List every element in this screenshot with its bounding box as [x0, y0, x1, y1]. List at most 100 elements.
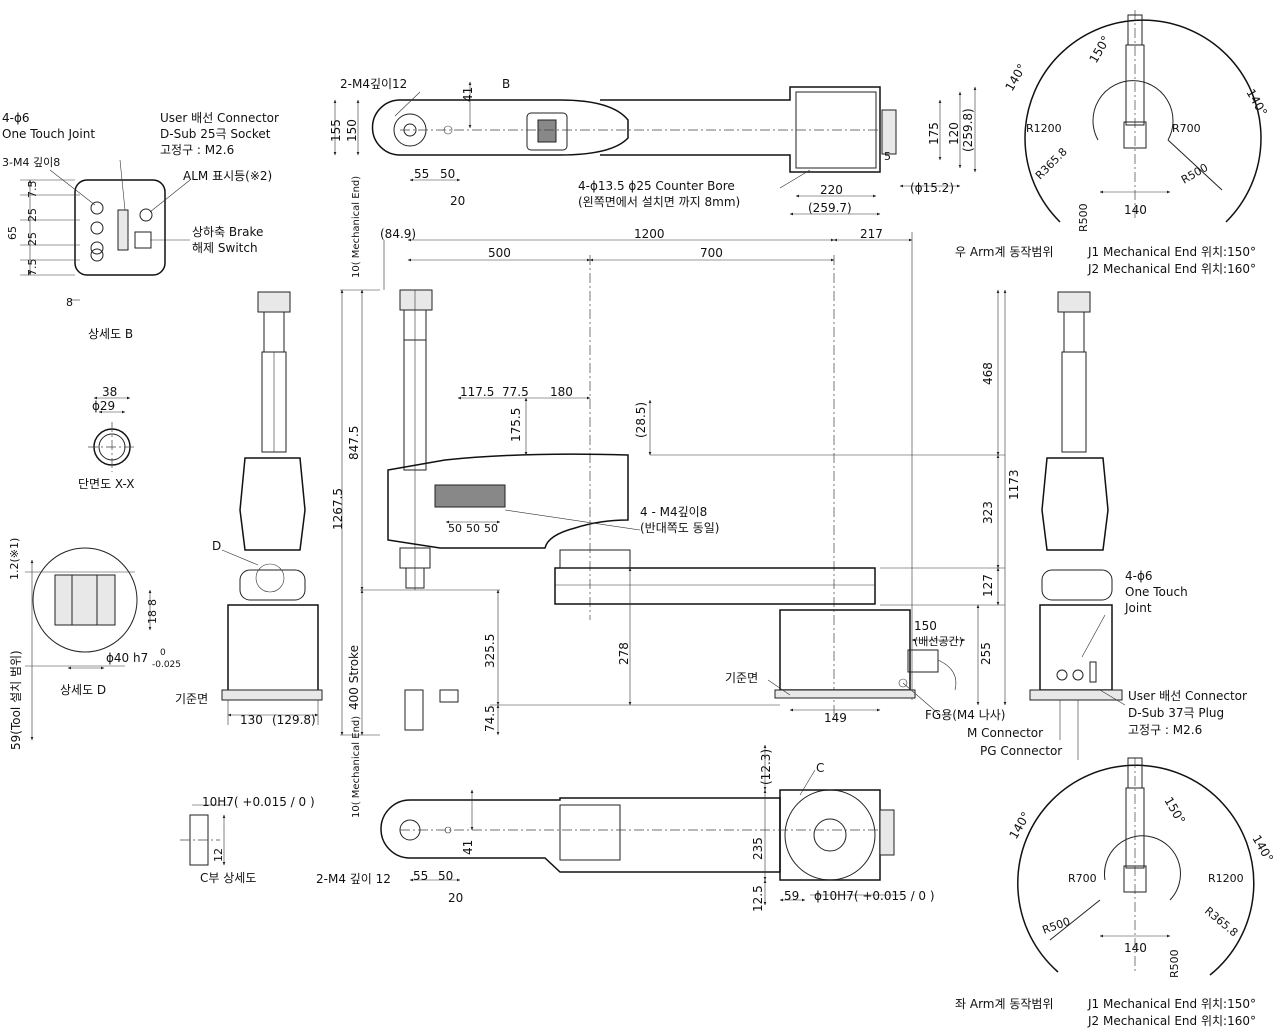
front-dim-50b: 50	[466, 522, 480, 535]
front-dim-278: 278	[617, 642, 631, 665]
front-fg: FG용(M4 나사)	[925, 708, 1006, 722]
front-dim-180: 180	[550, 385, 573, 399]
b-dim-8: 8	[66, 296, 73, 309]
top-dim-220: 220	[820, 183, 843, 197]
bottom-dim-12-5: 12.5	[751, 885, 765, 912]
b-connector-line1: User 배선 Connector	[160, 111, 279, 125]
right-connector-line1: User 배선 Connector	[1128, 689, 1247, 703]
front-dim-255: 255	[979, 642, 993, 665]
c-caption: C부 상세도	[200, 871, 256, 885]
b-joint-line1: 4-ϕ6	[2, 111, 30, 125]
d-caption: 상세도 D	[60, 683, 106, 697]
b-dim-25a: 25	[26, 208, 39, 222]
left-side-view	[221, 291, 323, 725]
top-dim-155: 155	[329, 119, 343, 142]
front-dim-28-5: (28.5)	[634, 402, 648, 438]
top-dim-150: 150	[345, 119, 359, 142]
right-connector-line2: D-Sub 37극 Plug	[1128, 706, 1224, 720]
top-dim-20: 20	[450, 194, 465, 208]
right-side-view	[1029, 291, 1126, 760]
detail-b-view	[20, 159, 191, 301]
bottom-dim-20: 20	[448, 891, 463, 905]
front-dim-1267-5: 1267.5	[331, 488, 345, 530]
front-dim-468: 468	[981, 362, 995, 385]
b-caption: 상세도 B	[88, 327, 133, 341]
bottom-dim-235: 235	[751, 837, 765, 860]
front-dim-323: 323	[981, 501, 995, 524]
d-tol-lower: -0.025	[152, 660, 181, 670]
bottom-dim-50: 50	[438, 869, 453, 883]
front-dim-217: 217	[860, 227, 883, 241]
bottom-tap: 2-M4 깊이 12	[316, 872, 391, 886]
section-xx-view	[88, 396, 136, 472]
right-joint-line2: One Touch	[1125, 585, 1188, 599]
front-cable-line2: (배선공간)	[914, 635, 963, 648]
rr-r700: R700	[1172, 122, 1201, 135]
front-mech-end-bottom: 10( Mechanical End)	[351, 716, 362, 818]
top-dim-259-7: (259.7)	[808, 201, 852, 215]
d-dim-18: 18	[146, 610, 159, 624]
front-tap-line1: 4 - M4깊이8	[640, 505, 707, 519]
b-alm: ALM 표시등(※2)	[183, 169, 272, 183]
b-connector-line3: 고정구 : M2.6	[160, 143, 234, 157]
left-ref-d: D	[212, 539, 221, 553]
top-dim-41: 41	[461, 87, 475, 102]
front-dim-127: 127	[981, 574, 995, 597]
top-dim-5: 5	[884, 150, 891, 163]
front-dim-175-5: 175.5	[509, 408, 523, 442]
front-dim-1200: 1200	[634, 227, 665, 241]
c-fit: 10H7( +0.015 / 0 )	[202, 795, 315, 809]
left-dim-129-8: (129.8)	[272, 713, 316, 727]
b-dim-25b: 25	[26, 232, 39, 246]
front-stroke: 400 Stroke	[347, 645, 361, 710]
range-left-view	[1017, 757, 1255, 976]
front-dim-77-5: 77.5	[502, 385, 529, 399]
rl-dim-140: 140	[1124, 941, 1147, 955]
rr-angle-140b: 140°	[1243, 87, 1270, 119]
top-bore-line2: (왼쪽면에서 설치면 까지 8mm)	[578, 195, 740, 209]
top-dim-phi15-2: (ϕ15.2)	[910, 181, 954, 195]
top-ref-b: B	[502, 77, 510, 91]
rl-j2: J2 Mechanical End 위치:160°	[1087, 1014, 1256, 1028]
right-joint-line3: Joint	[1124, 601, 1152, 615]
rr-j1: J1 Mechanical End 위치:150°	[1087, 245, 1256, 259]
b-brake-line1: 상하축 Brake	[192, 225, 263, 239]
right-connector-line3: 고정구 : M2.6	[1128, 723, 1202, 737]
front-dim-74-5: 74.5	[483, 705, 497, 732]
front-cable-line1: 150	[914, 619, 937, 633]
top-dim-50: 50	[440, 167, 455, 181]
left-dim-130: 130	[240, 713, 263, 727]
c-dim-12: 12	[212, 848, 225, 862]
front-dim-1173: 1173	[1007, 469, 1021, 500]
rr-caption: 우 Arm계 동작범위	[955, 245, 1054, 259]
front-m-conn: M Connector	[967, 726, 1043, 740]
rr-j2: J2 Mechanical End 위치:160°	[1087, 262, 1256, 276]
front-tap-line2: (반대쪽도 동일)	[640, 521, 719, 535]
rl-r700: R700	[1068, 872, 1097, 885]
rl-angle-140a: 140°	[1006, 809, 1033, 841]
rl-caption: 좌 Arm계 동작범위	[955, 997, 1054, 1011]
rl-j1: J1 Mechanical End 위치:150°	[1087, 997, 1256, 1011]
front-dim-117-5: 117.5	[460, 385, 494, 399]
front-dim-325-5: 325.5	[483, 634, 497, 668]
front-mech-end-top: 10( Mechanical End)	[351, 176, 362, 278]
top-bore-line1: 4-ϕ13.5 ϕ25 Counter Bore	[578, 179, 735, 193]
front-view	[340, 232, 1007, 736]
rl-r365-8: R365.8	[1202, 904, 1240, 939]
bottom-dim-phi10: ϕ10H7( +0.015 / 0 )	[814, 889, 935, 903]
b-joint-line2: One Touch Joint	[2, 127, 95, 141]
bottom-ref-c: C	[816, 761, 824, 775]
front-pg-conn: PG Connector	[980, 744, 1062, 758]
rr-r1200: R1200	[1026, 122, 1062, 135]
rl-r500b: R500	[1168, 949, 1181, 978]
b-brake-line2: 해제 Switch	[192, 241, 258, 255]
rr-r365-8: R365.8	[1033, 145, 1070, 182]
b-dim-65: 65	[6, 226, 19, 240]
d-dim-phi40: ϕ40 h7	[106, 651, 148, 665]
front-ref-label: 기준면	[725, 671, 758, 685]
front-dim-50a: 50	[448, 522, 462, 535]
xx-dim-38: 38	[102, 385, 117, 399]
top-dim-259-8: (259.8)	[961, 108, 975, 152]
